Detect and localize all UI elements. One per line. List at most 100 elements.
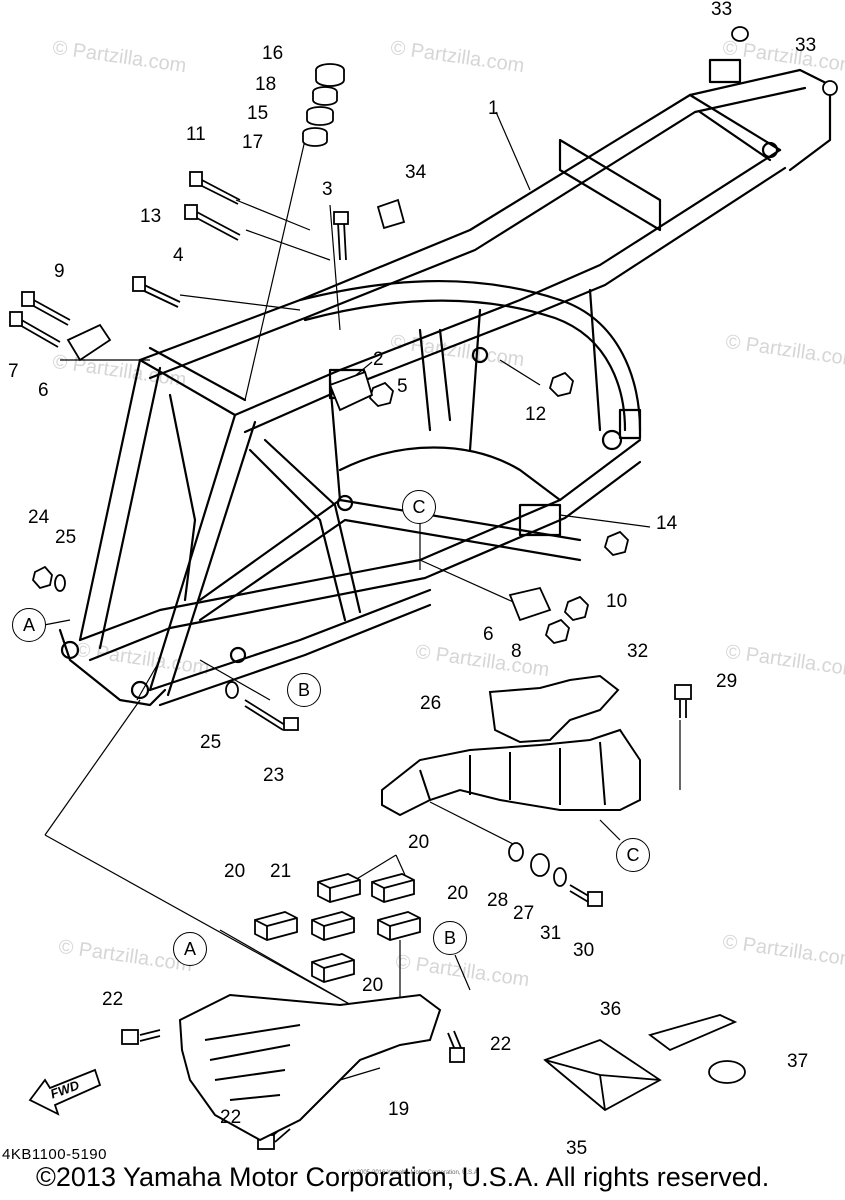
leader-line <box>219 929 361 1011</box>
washer <box>54 574 66 592</box>
frame-front-upright-left <box>78 358 162 650</box>
frame-mount-hole <box>130 680 150 700</box>
nut <box>563 595 589 621</box>
leader-line <box>495 111 531 191</box>
part-label: 36 <box>600 999 622 1020</box>
part-label: 20 <box>362 975 384 996</box>
part-label: 28 <box>487 890 509 911</box>
bolt-head <box>283 717 299 731</box>
part-label: 24 <box>28 507 50 528</box>
nut <box>32 565 53 590</box>
part-label: 32 <box>627 641 649 662</box>
leader-line <box>499 359 541 386</box>
leader-line <box>235 199 311 231</box>
end-cap <box>822 80 838 96</box>
frame-mount-hole <box>601 429 623 451</box>
grommet <box>508 842 524 862</box>
frame-down-tube <box>248 438 362 622</box>
bolt-head <box>333 211 349 225</box>
insulator-pad <box>488 674 620 744</box>
part-label: 17 <box>242 132 264 153</box>
frame-mount-hole <box>471 346 489 364</box>
part-label: 25 <box>55 527 77 548</box>
frame-skid-pan-area <box>338 446 562 502</box>
leader-line <box>136 659 161 701</box>
part-label: 10 <box>606 591 628 612</box>
part-label: 5 <box>397 376 408 397</box>
bolt <box>139 282 181 308</box>
part-label: 2 <box>373 349 384 370</box>
bolt <box>192 209 241 241</box>
leader-line <box>245 229 331 261</box>
nut <box>544 618 570 644</box>
frame-bracket <box>708 58 742 84</box>
copyright-notice: ©2013 Yamaha Motor Corporation, U.S.A. A… <box>36 1162 770 1192</box>
frame-lower-rail-right-inner <box>158 603 432 707</box>
frame-mount-hole <box>60 640 80 660</box>
bolt <box>337 221 347 261</box>
frame-front-brace <box>168 393 197 602</box>
part-label: 35 <box>566 1138 588 1159</box>
bolt-head <box>189 171 203 187</box>
callout-b: B <box>433 921 467 955</box>
small-print: (c) 2005-2016 Yamaha Motor Corporation, … <box>348 1170 480 1176</box>
leader-line <box>199 659 271 701</box>
leader-line <box>429 801 516 846</box>
frame-lower-rail-left-inner <box>88 460 642 662</box>
fwd-arrow <box>28 1068 102 1116</box>
bolt <box>17 317 61 348</box>
part-label: 22 <box>102 989 124 1010</box>
part-label: 29 <box>716 671 738 692</box>
frame-engine-mount-brace <box>328 308 482 502</box>
frame-front-top-crossmember <box>138 346 247 417</box>
callout-a: A <box>173 932 207 966</box>
bushing <box>306 112 334 126</box>
nut <box>548 371 574 397</box>
label-tag <box>376 198 406 230</box>
bushing <box>312 92 338 106</box>
frame-mount-hole <box>336 494 354 512</box>
tool-bag <box>543 1038 662 1112</box>
frame-front-plate <box>58 628 167 707</box>
bolt <box>197 177 241 205</box>
part-label: 33 <box>711 0 733 20</box>
nut <box>368 381 394 407</box>
frame-upper-rail-left-inner <box>148 86 807 380</box>
leader-line <box>43 619 71 626</box>
leader-line <box>44 699 141 836</box>
bolt <box>679 700 687 718</box>
damper-block <box>377 911 421 941</box>
part-label: 12 <box>525 404 547 425</box>
leader-line <box>339 1067 381 1081</box>
frame-upper-rail-left <box>138 68 802 362</box>
heat-protector-detail <box>419 741 606 806</box>
part-label: 7 <box>8 361 19 382</box>
leader-line <box>354 854 406 881</box>
part-label: 20 <box>408 832 430 853</box>
skid-plate <box>178 993 442 1142</box>
bolt-head <box>674 684 692 700</box>
diagram-code: 4KB1100-5190 <box>2 1146 107 1163</box>
nut <box>603 530 629 556</box>
frame-bracket <box>518 503 562 537</box>
part-label: 3 <box>322 179 333 200</box>
part-label: 1 <box>488 98 499 119</box>
part-label: 18 <box>255 74 277 95</box>
bolt <box>244 699 286 731</box>
frame-bracket <box>618 408 642 440</box>
leader-line <box>244 139 306 401</box>
part-label: 19 <box>388 1099 410 1120</box>
ring <box>708 1060 746 1084</box>
part-label: 37 <box>787 1051 809 1072</box>
frame-loop-rail <box>298 279 642 432</box>
bolt-head <box>121 1029 139 1045</box>
frame-mount-hole <box>229 646 247 664</box>
damper-block <box>317 873 361 903</box>
grommet <box>530 853 550 877</box>
callout-c: C <box>616 838 650 872</box>
part-label: 15 <box>247 103 269 124</box>
mount-plate <box>66 323 112 362</box>
bolt-head <box>587 891 603 907</box>
bolt-head <box>184 204 198 220</box>
damper-block <box>254 911 298 941</box>
